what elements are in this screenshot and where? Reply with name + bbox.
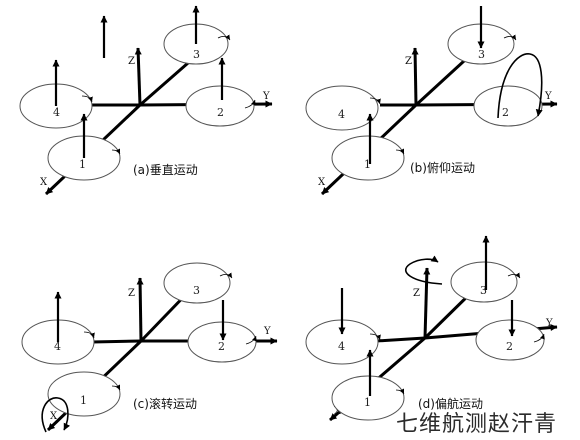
z-axis-label: Z	[405, 56, 412, 67]
rotor-4-label: 4	[54, 340, 61, 353]
y-axis-label: Y	[262, 91, 270, 102]
rotor-4-label: 4	[338, 108, 345, 121]
spin-arrows	[83, 272, 257, 391]
spin-arrows	[369, 272, 545, 395]
rotor-2-label: 2	[217, 106, 224, 119]
rotor-1-label: 1	[364, 158, 371, 171]
pitch-rotation-arrow	[497, 53, 543, 119]
thrust-arrows	[52, 5, 226, 158]
rotor-1	[331, 135, 405, 181]
rotor-3	[163, 262, 231, 304]
x-axis-label: X	[50, 411, 58, 422]
panel-d: Z Y X 3 4 2 1 (d)偏航运动	[305, 235, 558, 422]
rotor-2-label: 2	[502, 106, 509, 119]
panel-a: Z Y X 3 4 2 1 (a)垂直运动	[19, 5, 273, 196]
rotor-1-label: 1	[364, 396, 371, 409]
rotor-4	[305, 85, 379, 131]
rotors	[305, 261, 545, 421]
rotor-3-label: 3	[193, 284, 200, 297]
y-axis-label: Y	[545, 318, 553, 329]
y-axis-label: Y	[263, 326, 271, 337]
rotor-1-label: 1	[79, 158, 86, 171]
z-axis-label: Z	[128, 288, 135, 299]
thrust-arrows	[366, 6, 485, 164]
panel-b-caption: (b)俯仰运动	[410, 160, 475, 175]
z-axis-label: Z	[413, 288, 420, 299]
panel-c: Z Y X 3 4 2 1 (c)滚转运动	[21, 262, 278, 433]
rotor-1	[331, 375, 405, 421]
rotor-2	[185, 85, 255, 127]
y-axis-label: Y	[544, 91, 552, 102]
rotor-1-label: 1	[80, 394, 87, 407]
panel-b: Z Y X 3 4 2 1 (b)俯仰运动	[305, 6, 558, 196]
rotor-3	[450, 261, 518, 303]
panel-a-caption: (a)垂直运动	[133, 163, 198, 177]
x-axis-label: X	[334, 406, 342, 417]
thrust-arrows	[338, 235, 516, 396]
z-axis	[134, 47, 142, 106]
yaw-rotation-arrow	[404, 255, 443, 285]
thrust-arrows	[54, 291, 227, 342]
panel-c-caption: (c)滚转运动	[133, 396, 197, 411]
rotor-2	[473, 85, 543, 127]
rotor-4-label: 4	[338, 340, 345, 353]
rotors	[305, 23, 543, 181]
rotor-3-label: 3	[478, 48, 485, 61]
x-axis-label: X	[40, 177, 48, 188]
rotor-3-label: 3	[193, 48, 200, 61]
rotor-4-label: 4	[53, 106, 60, 119]
x-axis-label: X	[318, 177, 326, 188]
rotor-3-label: 3	[480, 284, 487, 297]
spin-arrows	[369, 34, 517, 155]
panel-d-caption: (d)偏航运动	[418, 396, 483, 411]
rotor-2-label: 2	[506, 340, 513, 353]
z-axis-label: Z	[128, 56, 135, 67]
rotor-2-label: 2	[218, 340, 225, 353]
spin-arrows	[81, 34, 256, 155]
watermark: 七维航测赵汗青	[396, 412, 557, 437]
roll-rotation-arrow	[41, 397, 71, 433]
rotor-2	[475, 319, 545, 361]
